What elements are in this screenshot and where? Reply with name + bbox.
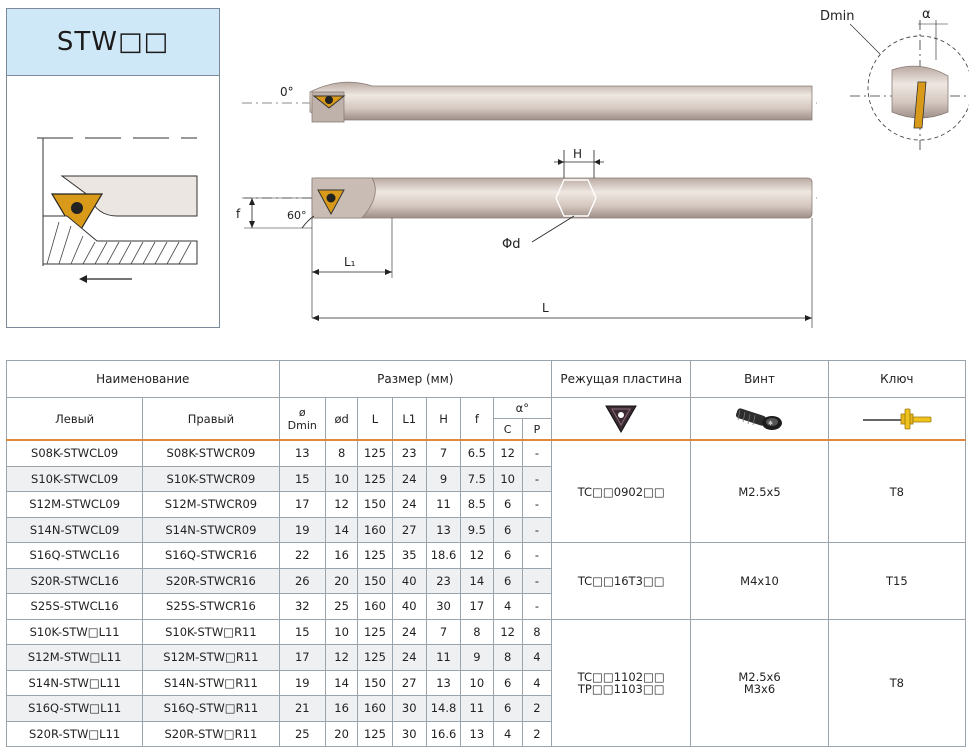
group-0-screw: M2.5x5 bbox=[690, 439, 829, 543]
screw-icon-cell: ✱ bbox=[690, 397, 829, 441]
header-alpha: α° bbox=[492, 397, 553, 419]
table-row: S20R-STWCL16 S20R-STWCR16 26 20 150 40 2… bbox=[5, 567, 966, 594]
header-insert: Режущая пластина bbox=[551, 360, 692, 398]
tool-side-view: H Φd f 60° L₁ L bbox=[236, 147, 817, 328]
dim-f-label: f bbox=[236, 207, 241, 221]
angle-0-label: 0° bbox=[280, 85, 294, 99]
dim-dmin-label: Dmin bbox=[820, 9, 855, 24]
header-left: Левый bbox=[5, 397, 144, 441]
dmin-detail: α Dmin bbox=[820, 7, 969, 150]
svg-text:✱: ✱ bbox=[768, 420, 773, 427]
dim-l-label: L bbox=[542, 301, 549, 315]
key-icon-cell bbox=[827, 397, 967, 441]
table-row: S20R-STW□L11 S20R-STW□R11 25 20 125 30 1… bbox=[5, 720, 966, 747]
header-L: L bbox=[357, 397, 393, 441]
header-dmin-bottom: Dmin bbox=[287, 418, 317, 432]
group-2-screw: M2.5x6 M3x6 bbox=[690, 618, 829, 747]
table-row: S10K-STWCL09 S10K-STWCR09 15 10 125 24 9… bbox=[5, 465, 966, 492]
group-2-key: T8 bbox=[827, 618, 967, 747]
table-row: S16Q-STW□L11 S16Q-STW□R11 21 16 160 30 1… bbox=[5, 695, 966, 722]
series-title: STW□□ bbox=[7, 9, 219, 76]
header-right: Правый bbox=[142, 397, 280, 441]
group-1-screw: M4x10 bbox=[690, 542, 829, 620]
group-0-insert: TC□□0902□□ bbox=[551, 439, 692, 543]
tool-drawing: 0° H Φd f 60° L₁ bbox=[236, 7, 969, 328]
header-dmin-top: ø bbox=[298, 405, 306, 419]
header-key: Ключ bbox=[827, 360, 967, 398]
spec-table: Наименование Размер (мм) Режущая пластин… bbox=[5, 360, 967, 747]
header-H: H bbox=[425, 397, 462, 441]
table-row: S14N-STWCL09 S14N-STWCR09 19 14 160 27 1… bbox=[5, 516, 966, 543]
table-row: S08K-STWCL09 S08K-STWCR09 13 8 125 23 7 … bbox=[5, 439, 967, 543]
header-f: f bbox=[460, 397, 494, 441]
header-name: Наименование bbox=[6, 360, 280, 398]
header-L1: L1 bbox=[391, 397, 427, 441]
header-P: P bbox=[521, 418, 553, 441]
header-screw: Винт bbox=[690, 360, 829, 398]
triangle-insert-icon bbox=[605, 405, 638, 433]
dim-l1-label: L₁ bbox=[344, 255, 356, 269]
table-row: S25S-STWCL16 S25S-STWCR16 32 25 160 40 3… bbox=[5, 593, 966, 620]
dim-alpha-label: α bbox=[922, 7, 931, 22]
table-row: S12M-STW□L11 S12M-STW□R11 17 12 125 24 1… bbox=[5, 644, 966, 671]
group-1-key: T15 bbox=[827, 542, 967, 620]
group-1-insert: TC□□16T3□□ bbox=[551, 542, 692, 620]
header-size: Размер (мм) bbox=[278, 360, 553, 398]
table-row: S14N-STW□L11 S14N-STW□R11 19 14 150 27 1… bbox=[5, 669, 966, 696]
header-C: C bbox=[492, 418, 523, 441]
angle-60-label: 60° bbox=[287, 209, 307, 222]
boring-operation-diagram bbox=[37, 137, 198, 283]
series-box: STW□□ bbox=[6, 8, 220, 328]
group-2-insert: TC□□1102□□ TP□□1103□□ bbox=[551, 618, 692, 747]
dim-d-label: Φd bbox=[502, 237, 520, 252]
dim-h-label: H bbox=[573, 147, 582, 161]
table-row: S10K-STW□L11 S10K-STW□R11 15 10 125 24 7… bbox=[5, 618, 967, 747]
tool-top-view: 0° bbox=[242, 81, 817, 123]
torx-key-icon bbox=[862, 408, 932, 429]
insert-icon-cell bbox=[551, 397, 692, 441]
header-od: ød bbox=[324, 397, 359, 441]
insert-shape bbox=[50, 193, 104, 238]
header-dmin: ø Dmin bbox=[278, 397, 326, 441]
table-row: S12M-STWCL09 S12M-STWCR09 17 12 150 24 1… bbox=[5, 491, 966, 518]
torx-screw-icon: ✱ bbox=[735, 407, 782, 430]
table-row: S16Q-STWCL16 S16Q-STWCR16 22 16 125 35 1… bbox=[5, 542, 967, 620]
group-0-key: T8 bbox=[827, 439, 967, 543]
